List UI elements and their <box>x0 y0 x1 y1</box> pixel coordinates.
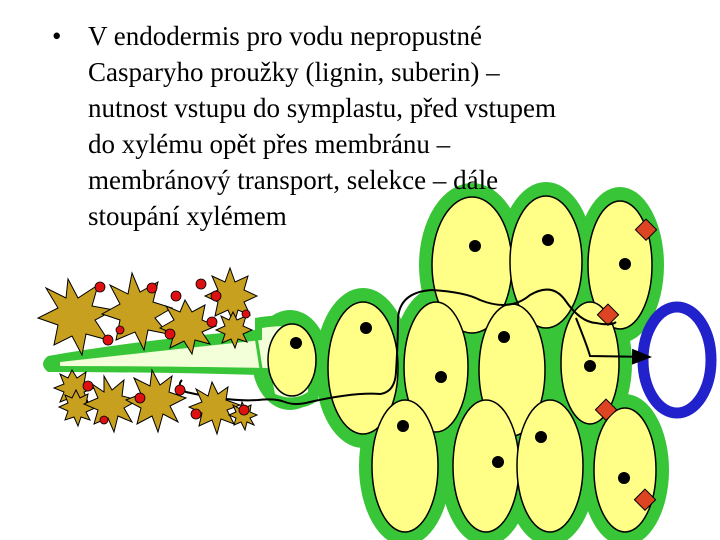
soil-particles <box>36 266 259 436</box>
nucleus <box>535 431 547 443</box>
water-droplet <box>99 415 109 425</box>
nucleus <box>618 472 630 484</box>
soil-particle <box>36 277 116 357</box>
bullet-line: nutnost vstupu do symplastu, před vstupe… <box>88 93 556 123</box>
water-droplet <box>170 290 182 302</box>
soil-particle <box>187 380 242 436</box>
water-droplet <box>82 380 94 392</box>
cell-cytoplasm <box>267 195 657 533</box>
soil-particle <box>57 388 97 428</box>
nucleus <box>360 322 372 334</box>
bullet-line: membránový transport, selekce – dále <box>88 165 499 195</box>
casparian-marker <box>633 488 657 512</box>
water-droplet <box>115 325 125 335</box>
xylem-vessel <box>637 301 717 419</box>
casparian-marker <box>596 303 620 327</box>
water-transport-path-arrow <box>575 317 652 365</box>
water-droplet <box>241 309 251 319</box>
water-droplet <box>146 282 158 294</box>
nucleus <box>584 360 596 372</box>
bullet-line: V endodermis pro vodu nepropustné <box>88 21 482 51</box>
soil-particle <box>124 368 188 434</box>
cell-endodermis <box>593 407 657 533</box>
nucleus <box>542 234 554 246</box>
bullet-line: Casparyho proužky (lignin, suberin) – <box>88 57 500 87</box>
casparian-strip-markers <box>594 218 658 512</box>
casparian-marker <box>634 218 658 242</box>
bullet-line: stoupání xylémem <box>88 201 287 231</box>
nucleus <box>469 240 481 252</box>
bullet-text-block: • V endodermis pro vodu nepropustné Casp… <box>52 18 692 234</box>
bullet-paragraph: V endodermis pro vodu nepropustné Caspar… <box>88 18 692 234</box>
cell-cortex <box>452 399 520 533</box>
nucleus <box>397 420 409 432</box>
water-droplet <box>174 384 186 396</box>
cell-epidermis-root-hair <box>267 323 317 397</box>
water-droplet <box>190 408 202 420</box>
water-droplet <box>195 278 207 290</box>
soil-particle <box>214 310 254 350</box>
nucleus <box>290 337 302 349</box>
soil-particle <box>82 374 140 434</box>
cell-cortex <box>403 301 469 433</box>
nucleus <box>619 258 631 270</box>
cell-cortex <box>371 399 439 533</box>
cell-cortex <box>509 195 583 329</box>
water-droplet <box>206 316 218 328</box>
bullet-line: do xylému opět přes membránu – <box>88 129 451 159</box>
water-droplet <box>134 392 146 404</box>
soil-particle <box>158 298 218 356</box>
nucleus <box>492 456 504 468</box>
root-hair <box>43 315 318 409</box>
water-droplet <box>94 281 106 293</box>
casparian-marker <box>594 398 618 422</box>
water-droplet <box>164 328 176 340</box>
water-droplet <box>238 404 250 416</box>
cell-nuclei <box>290 234 631 484</box>
cell-cortex <box>327 301 399 435</box>
water-droplet <box>102 334 114 346</box>
water-droplets <box>82 278 251 425</box>
nucleus <box>498 331 510 343</box>
water-droplet <box>210 290 222 302</box>
soil-particle <box>227 400 259 432</box>
cell-cortex <box>516 399 584 533</box>
water-transport-path <box>178 288 617 405</box>
bullet-symbol: • <box>52 21 62 51</box>
nucleus <box>435 371 447 383</box>
